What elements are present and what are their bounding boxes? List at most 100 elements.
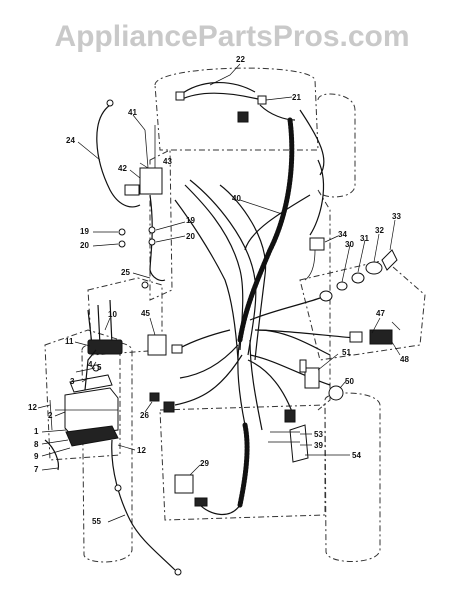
connector-left — [171, 344, 183, 354]
fuel-tank-outline — [87, 277, 163, 356]
callout-11: 11 — [65, 337, 74, 346]
solenoid-assembly — [118, 125, 166, 289]
ground-terminal — [114, 484, 122, 492]
solenoid-bracket — [124, 184, 140, 196]
callout-40: 40 — [232, 194, 241, 203]
chassis-frame-outline — [154, 67, 319, 151]
callout-leaders — [37, 63, 401, 523]
connector-22 — [175, 91, 185, 101]
solenoid — [139, 167, 163, 195]
switch-34 — [309, 237, 325, 251]
bushing — [319, 290, 333, 302]
callout-20-left: 20 — [80, 241, 89, 250]
battery-tray-outline — [44, 329, 121, 461]
battery-hold-down — [69, 374, 113, 393]
callout-4: 4 — [88, 360, 93, 369]
battery — [64, 387, 119, 437]
callout-39: 39 — [314, 441, 323, 450]
callout-32: 32 — [375, 226, 384, 235]
front-wheel-right-outline — [317, 93, 356, 198]
lower-components — [149, 392, 309, 507]
key-switch-32 — [365, 261, 383, 275]
battery-cable-left — [96, 99, 141, 208]
switch-48 — [369, 329, 393, 345]
plunger-50 — [328, 385, 344, 401]
washer-19 — [118, 228, 126, 236]
callout-25: 25 — [121, 268, 130, 277]
nut-31 — [351, 272, 365, 284]
headlight-wiring — [175, 82, 267, 123]
callout-42: 42 — [118, 164, 127, 173]
connector-21 — [257, 95, 267, 105]
battery-cables-upper — [87, 299, 123, 355]
callout-12-right: 12 — [137, 446, 146, 455]
chassis-outline — [44, 67, 426, 563]
callout-24: 24 — [66, 136, 75, 145]
callout-3: 3 — [70, 377, 75, 386]
callout-34: 34 — [338, 230, 347, 239]
ground-terminal-end — [174, 568, 182, 576]
watermark: AppliancePartsPros.com — [54, 20, 409, 53]
harness-loom-upper — [237, 117, 295, 343]
callout-21: 21 — [292, 93, 301, 102]
plug-29 — [194, 497, 208, 507]
callout-41: 41 — [128, 108, 137, 117]
bracket-39 — [289, 424, 309, 463]
callout-30: 30 — [345, 240, 354, 249]
left-side-panel-outline — [149, 149, 173, 301]
callout-7: 7 — [34, 465, 39, 474]
dash-switch — [349, 321, 401, 345]
ground-cable — [111, 439, 182, 576]
callout-55: 55 — [92, 517, 101, 526]
module-45-body — [147, 334, 167, 356]
connector-26b — [163, 401, 175, 413]
callout-31: 31 — [360, 234, 369, 243]
switch-29 — [174, 474, 194, 494]
relay-26 — [149, 392, 160, 402]
callout-51: 51 — [342, 348, 351, 357]
harness-loom-lower — [237, 422, 250, 508]
callout-47: 47 — [376, 309, 385, 318]
battery-assembly — [44, 349, 119, 471]
callout-33: 33 — [392, 212, 401, 221]
callout-22: 22 — [236, 55, 245, 64]
deck-outline — [159, 404, 326, 521]
callout-45: 45 — [141, 309, 150, 318]
main-wire-harness — [174, 104, 356, 515]
connector-upper — [237, 111, 249, 123]
callout-12-left: 12 — [28, 403, 37, 412]
washer-30 — [336, 281, 348, 291]
callout-26: 26 — [140, 411, 149, 420]
callout-50: 50 — [345, 377, 354, 386]
callout-8: 8 — [34, 440, 39, 449]
connector-mid — [299, 359, 307, 373]
callout-19-left: 19 — [80, 227, 89, 236]
switch-33 — [381, 249, 398, 271]
plug-right — [349, 331, 363, 343]
callout-19-right: 19 — [186, 216, 195, 225]
callout-29: 29 — [200, 459, 209, 468]
seat-switch — [299, 359, 344, 401]
callout-20-right: 20 — [186, 232, 195, 241]
callout-10: 10 — [108, 310, 117, 319]
washer-19b — [148, 226, 156, 234]
callout-53: 53 — [314, 430, 323, 439]
connector-low — [284, 409, 296, 423]
battery-tray — [65, 425, 119, 447]
nut-20b — [148, 238, 156, 246]
module-45 — [147, 334, 183, 356]
callout-2: 2 — [48, 411, 53, 420]
battery-terminal-5 — [92, 364, 100, 372]
ring-terminal-top — [106, 99, 114, 107]
switch-51 — [304, 367, 320, 389]
callout-54: 54 — [352, 451, 361, 460]
fuse-holder-11 — [87, 339, 123, 355]
callout-1: 1 — [34, 427, 39, 436]
ring-terminal-25 — [141, 281, 149, 289]
callout-43: 43 — [163, 157, 172, 166]
callout-labels: 22 21 24 41 42 43 40 33 34 32 31 30 19 2… — [28, 55, 409, 526]
nut-20 — [118, 240, 126, 248]
callout-48: 48 — [400, 355, 409, 364]
rear-right-wheel-outline — [324, 392, 381, 562]
